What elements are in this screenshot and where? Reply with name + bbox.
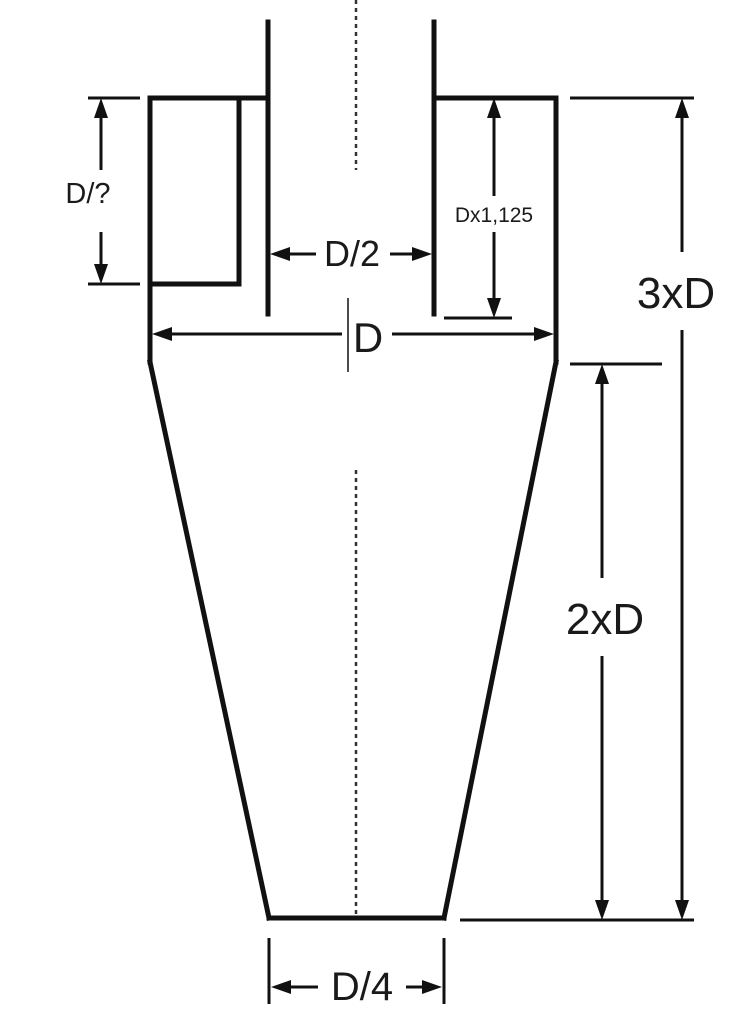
body-diameter-label: D bbox=[353, 314, 383, 361]
cyclone-body bbox=[147, 95, 559, 921]
arrowhead bbox=[422, 980, 442, 994]
cone-height-label: 2xD bbox=[566, 595, 644, 644]
dimension-total-height: 3xD bbox=[460, 96, 715, 922]
dimension-body-diameter: D bbox=[152, 298, 554, 372]
arrowhead bbox=[675, 98, 689, 118]
dimension-dust-outlet-diameter: D/4 bbox=[267, 938, 446, 1009]
arrowhead bbox=[595, 900, 609, 920]
cone-right-wall bbox=[441, 359, 559, 921]
arrowhead bbox=[94, 264, 108, 284]
arrowhead bbox=[675, 900, 689, 920]
inlet-height-label: D/? bbox=[65, 178, 110, 210]
dimension-inlet-height: D/? bbox=[65, 96, 140, 286]
outlet-pipe bbox=[265, 19, 437, 317]
outlet-pipe-depth-label: Dx1,125 bbox=[455, 204, 533, 227]
arrowhead bbox=[487, 98, 501, 118]
dimension-outlet-pipe-depth: Dx1,125 bbox=[444, 98, 533, 320]
dust-outlet-diameter-label: D/4 bbox=[331, 965, 393, 1009]
dimension-outlet-diameter: D/2 bbox=[270, 233, 432, 274]
outlet-diameter-label: D/2 bbox=[324, 233, 380, 274]
dimension-cone-height: 2xD bbox=[566, 362, 662, 920]
cone-left-wall bbox=[147, 359, 272, 921]
total-height-label: 3xD bbox=[637, 269, 715, 318]
arrowhead bbox=[271, 980, 291, 994]
arrowhead bbox=[534, 327, 554, 341]
arrowhead bbox=[270, 247, 290, 261]
arrowhead bbox=[94, 98, 108, 118]
arrowhead bbox=[152, 327, 172, 341]
arrowhead bbox=[412, 247, 432, 261]
inlet-duct bbox=[147, 95, 242, 287]
arrowhead bbox=[487, 298, 501, 318]
arrowhead bbox=[595, 364, 609, 384]
